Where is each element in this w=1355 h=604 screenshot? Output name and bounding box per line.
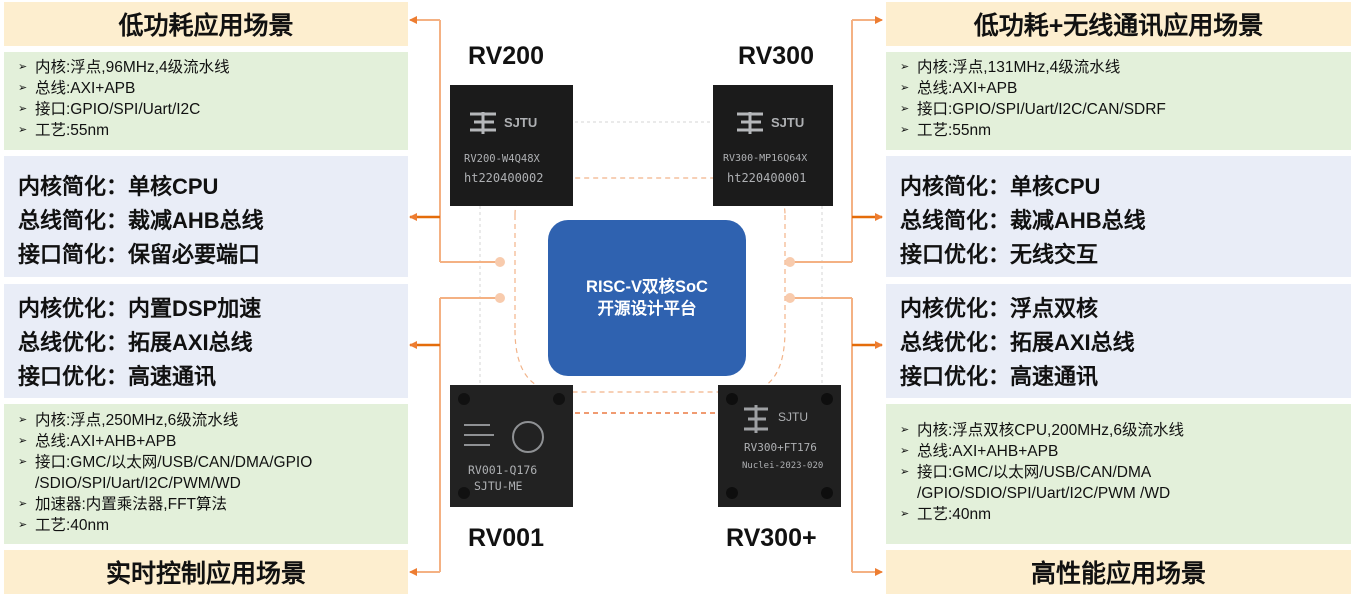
list-item: ➢工艺:40nm — [18, 517, 110, 534]
list-item: ➢工艺:55nm — [900, 122, 992, 139]
list-item: ➢总线:AXI+APB — [900, 80, 1018, 97]
list-item: ➢工艺:55nm — [18, 122, 110, 139]
left-top-features: 内核简化：单核CPU 总线简化：裁减AHB总线 接口简化：保留必要端口 — [4, 156, 408, 277]
chip-serial: ht220400002 — [464, 171, 544, 185]
list-item: ➢加速器:内置乘法器,FFT算法 — [18, 496, 228, 513]
list-item: ➢内核:浮点,131MHz,4级流水线 — [900, 59, 1121, 76]
arrow-bullet-icon: ➢ — [18, 498, 28, 510]
chip-part-number: RV001-Q176 — [468, 463, 538, 477]
arrow-bullet-icon: ➢ — [900, 466, 910, 478]
feature-line: 接口优化：无线交互 — [900, 242, 1099, 267]
feature-line: 接口优化：高速通讯 — [900, 364, 1099, 389]
center-title-line1: RISC-V双核SoC — [586, 278, 708, 296]
feature-line: 内核简化：单核CPU — [900, 174, 1101, 199]
list-item: ➢内核:浮点,96MHz,4级流水线 — [18, 59, 230, 76]
left-bottom-title: 实时控制应用场景 — [4, 550, 408, 594]
left-bottom-specs: ➢内核:浮点,250MHz,6级流水线 ➢总线:AXI+AHB+APB ➢接口:… — [4, 404, 408, 544]
chip-part-number: RV300+FT176 — [744, 441, 817, 454]
chip-label-rv001: RV001 — [468, 524, 544, 552]
left-bottom-connector — [409, 297, 500, 576]
arrow-bullet-icon: ➢ — [900, 82, 910, 94]
chip-serial: Nuclei-2023-020 — [742, 461, 824, 471]
right-top-specs: ➢内核:浮点,131MHz,4级流水线 ➢总线:AXI+APB ➢接口:GPIO… — [886, 52, 1351, 150]
arrow-bullet-icon: ➢ — [18, 124, 28, 136]
arrow-bullet-icon: ➢ — [18, 456, 28, 468]
chip-part-number: RV300-MP16Q64X — [723, 153, 808, 164]
chip-serial: SJTU-ME — [474, 479, 523, 493]
feature-line: 接口简化：保留必要端口 — [18, 242, 261, 267]
list-item-continuation: /SDIO/SPI/Uart/I2C/PWM/WD — [35, 475, 241, 492]
list-item: ➢内核:浮点,250MHz,6级流水线 — [18, 412, 239, 429]
chip-pins-icon — [458, 393, 565, 499]
arrow-bullet-icon: ➢ — [900, 445, 910, 457]
feature-line: 总线简化：裁减AHB总线 — [18, 208, 264, 233]
list-item: ➢工艺:40nm — [900, 506, 992, 523]
chip-brand: SJTU — [778, 410, 808, 424]
arrow-bullet-icon: ➢ — [18, 435, 28, 447]
right-bottom-title: 高性能应用场景 — [886, 550, 1351, 594]
list-item: ➢内核:浮点双核CPU,200MHz,6级流水线 — [900, 422, 1184, 439]
list-item: ➢接口:GPIO/SPI/Uart/I2C — [18, 101, 201, 118]
arrow-bullet-icon: ➢ — [900, 424, 910, 436]
arrow-bullet-icon: ➢ — [18, 103, 28, 115]
chip-pins-icon — [726, 393, 833, 499]
arrow-bullet-icon: ➢ — [900, 508, 910, 520]
feature-line: 总线优化：拓展AXI总线 — [18, 330, 253, 355]
list-item: ➢接口:GMC/以太网/USB/CAN/DMA — [900, 464, 1152, 481]
chip-rv200-image: SJTU RV200-W4Q48X ht220400002 — [450, 85, 573, 206]
right-bottom-features: 内核优化：浮点双核 总线优化：拓展AXI总线 接口优化：高速通讯 — [886, 284, 1351, 398]
list-item: ➢接口:GPIO/SPI/Uart/I2C/CAN/SDRF — [900, 101, 1166, 118]
feature-line: 内核简化：单核CPU — [18, 174, 219, 199]
right-top-connector — [790, 16, 883, 263]
arrow-bullet-icon: ➢ — [900, 124, 910, 136]
left-top-title: 低功耗应用场景 — [4, 2, 408, 46]
list-item: ➢总线:AXI+AHB+APB — [18, 433, 177, 450]
chip-serial: ht220400001 — [727, 171, 807, 185]
arrow-bullet-icon: ➢ — [900, 103, 910, 115]
left-top-specs: ➢内核:浮点,96MHz,4级流水线 ➢总线:AXI+APB ➢接口:GPIO/… — [4, 52, 408, 150]
chip-label-rv300: RV300 — [738, 42, 814, 70]
chip-part-number: RV200-W4Q48X — [464, 153, 540, 165]
right-bottom-specs: ➢内核:浮点双核CPU,200MHz,6级流水线 ➢总线:AXI+AHB+APB… — [886, 404, 1351, 544]
chip-rv300-plus-image: SJTU RV300+FT176 Nuclei-2023-020 — [718, 385, 841, 507]
chip-rv001-image: RV001-Q176 SJTU-ME — [450, 385, 573, 507]
feature-line: 总线优化：拓展AXI总线 — [900, 330, 1135, 355]
list-item: ➢接口:GMC/以太网/USB/CAN/DMA/GPIO — [18, 454, 313, 471]
center-platform-box: RISC-V双核SoC 开源设计平台 — [548, 220, 746, 376]
center-title-line2: 开源设计平台 — [597, 300, 697, 318]
right-bottom-connector — [790, 297, 883, 576]
chip-label-rv300-plus: RV300+ — [726, 524, 817, 552]
feature-line: 接口优化：高速通讯 — [18, 364, 217, 389]
right-top-features: 内核简化：单核CPU 总线简化：裁减AHB总线 接口优化：无线交互 — [886, 156, 1351, 277]
feature-line: 内核优化：浮点双核 — [900, 296, 1099, 321]
sjtu-logo-icon — [470, 112, 496, 134]
chip-label-rv200: RV200 — [468, 42, 544, 70]
arrow-bullet-icon: ➢ — [18, 82, 28, 94]
left-top-connector — [409, 16, 500, 263]
feature-line: 总线简化：裁减AHB总线 — [900, 208, 1146, 233]
chip-brand: SJTU — [771, 115, 805, 130]
arrow-bullet-icon: ➢ — [18, 61, 28, 73]
list-item: ➢总线:AXI+APB — [18, 80, 136, 97]
arrow-bullet-icon: ➢ — [18, 519, 28, 531]
sjtu-logo-icon — [737, 112, 763, 134]
list-item-continuation: /GPIO/SDIO/SPI/Uart/I2C/PWM /WD — [917, 485, 1171, 502]
feature-line: 内核优化：内置DSP加速 — [18, 296, 262, 321]
list-item: ➢总线:AXI+AHB+APB — [900, 443, 1059, 460]
arrow-bullet-icon: ➢ — [18, 414, 28, 426]
chip-brand: SJTU — [504, 115, 538, 130]
chip-rv300-image: SJTU RV300-MP16Q64X ht220400001 — [713, 85, 833, 206]
right-top-title: 低功耗+无线通讯应用场景 — [886, 2, 1351, 46]
arrow-bullet-icon: ➢ — [900, 61, 910, 73]
left-bottom-features: 内核优化：内置DSP加速 总线优化：拓展AXI总线 接口优化：高速通讯 — [4, 284, 408, 398]
